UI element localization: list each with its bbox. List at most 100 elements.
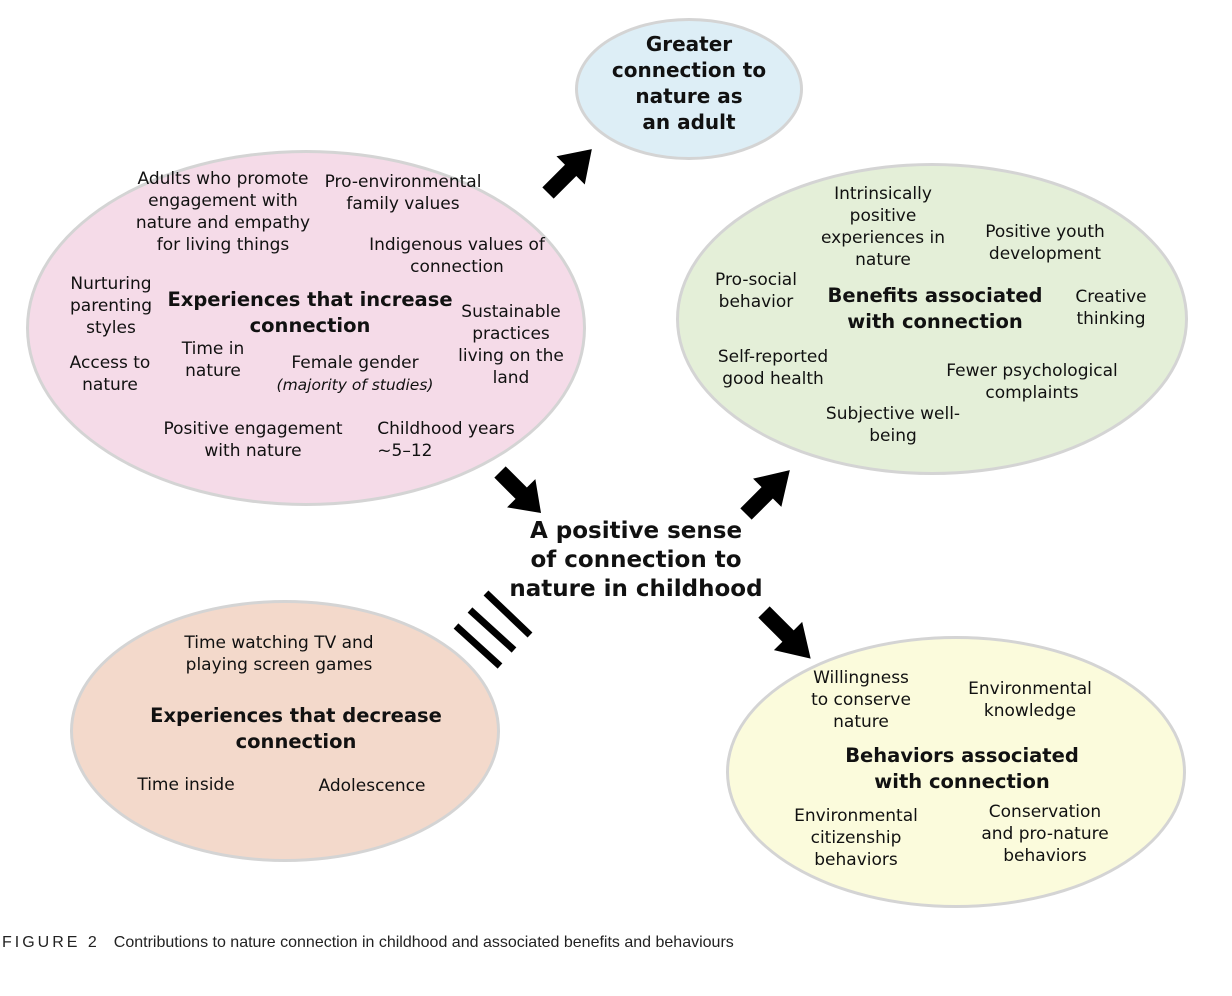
benefits-ellipse	[676, 163, 1188, 475]
item-positive-youth-development: Positive youth development	[985, 221, 1105, 265]
item-intrinsically-positive: Intrinsically positive experiences in na…	[821, 183, 945, 271]
increase-connection-ellipse	[26, 150, 586, 506]
item-line: Access to	[69, 353, 151, 373]
item-line: Creative	[1075, 287, 1147, 307]
item-line: and pro-nature	[981, 824, 1109, 844]
item-line: Sustainable	[461, 302, 561, 322]
title-line: Experiences that decrease	[150, 704, 442, 727]
item-line: with nature	[204, 441, 302, 461]
center-line: nature in childhood	[509, 576, 763, 602]
item-line: land	[492, 368, 530, 388]
item-pro-environmental-family-values: Pro-environmental family values	[325, 171, 482, 215]
arrow-increase-to-center	[494, 466, 542, 514]
item-line: Environmental	[968, 679, 1092, 699]
item-line: Fewer psychological	[946, 361, 1118, 381]
item-line: Positive engagement	[163, 419, 343, 439]
item-line: nature	[833, 712, 889, 732]
item-adolescence: Adolescence	[319, 775, 426, 797]
item-note: (majority of studies)	[276, 376, 434, 394]
item-positive-engagement: Positive engagement with nature	[163, 418, 342, 462]
item-line: Conservation	[988, 802, 1102, 822]
item-line: connection	[410, 257, 504, 277]
behaviors-ellipse	[726, 636, 1186, 908]
item-female-gender: Female gender (majority of studies)	[277, 352, 434, 396]
item-line: nature	[82, 375, 138, 395]
item-line: Time watching TV and	[184, 633, 374, 653]
item-line: nature	[185, 361, 241, 381]
figure-caption: FIGURE 2 Contributions to nature connecti…	[2, 934, 734, 952]
item-line: nature and empathy	[135, 213, 311, 233]
item-time-watching-tv: Time watching TV and playing screen game…	[184, 632, 373, 676]
behaviors-title: Behaviors associated with connection	[845, 743, 1079, 795]
item-line: family values	[346, 194, 460, 214]
item-line: development	[988, 244, 1102, 264]
title-line: connection to	[611, 58, 767, 82]
item-line: Time in	[181, 339, 245, 359]
increase-connection-title: Experiences that increase connection	[167, 287, 452, 339]
item-line: Pro-environmental	[324, 172, 482, 192]
item-line: living on the	[458, 346, 564, 366]
inhibits-bars-decrease-to-center	[453, 590, 533, 669]
item-line: Adults who promote	[137, 169, 309, 189]
title-line: nature as	[635, 84, 743, 108]
item-line: for living things	[156, 235, 290, 255]
item-line: ~5–12	[377, 441, 433, 461]
benefits-title: Benefits associated with connection	[827, 283, 1042, 335]
item-line: Subjective well-	[825, 404, 961, 424]
item-time-inside: Time inside	[137, 774, 234, 796]
item-line: Indigenous values of	[369, 235, 545, 255]
item-line: Childhood years	[377, 419, 515, 439]
item-adults-who-promote: Adults who promote engagement with natur…	[136, 168, 310, 256]
item-sustainable-practices: Sustainable practices living on the land	[458, 301, 564, 389]
item-line: thinking	[1076, 309, 1146, 329]
arrow-center-to-benefits	[740, 470, 790, 520]
item-line: parenting	[69, 296, 153, 316]
title-line: Experiences that increase	[167, 288, 453, 311]
decrease-connection-ellipse	[70, 600, 500, 862]
item-line: nature	[855, 250, 911, 270]
item-line: behaviors	[1003, 846, 1087, 866]
figure-label: FIGURE 2	[2, 934, 100, 951]
item-indigenous-values: Indigenous values of connection	[369, 234, 545, 278]
item-line: Self-reported	[717, 347, 829, 367]
title-line: an adult	[642, 110, 736, 134]
item-environmental-knowledge: Environmental knowledge	[968, 678, 1092, 722]
item-line: complaints	[985, 383, 1079, 403]
center-line: A positive sense	[529, 518, 743, 544]
title-line: connection	[249, 314, 371, 337]
item-line: behavior	[718, 292, 794, 312]
item-line: to conserve	[811, 690, 911, 710]
title-line: with connection	[847, 310, 1023, 333]
title-line: with connection	[874, 770, 1050, 793]
item-creative-thinking: Creative thinking	[1075, 286, 1146, 330]
item-access-to-nature: Access to nature	[70, 352, 151, 396]
item-line: Nurturing	[70, 274, 152, 294]
item-line: Intrinsically	[834, 184, 932, 204]
item-conservation-pro-nature: Conservation and pro-nature behaviors	[981, 801, 1108, 867]
decrease-connection-title: Experiences that decrease connection	[150, 703, 442, 755]
title-line: Behaviors associated	[845, 744, 1079, 767]
item-line: practices	[472, 324, 550, 344]
item-time-in-nature: Time in nature	[182, 338, 245, 382]
item-line: Willingness	[813, 668, 909, 688]
item-environmental-citizenship: Environmental citizenship behaviors	[794, 805, 918, 871]
center-line: of connection to	[530, 547, 742, 573]
item-line: Adolescence	[318, 776, 426, 796]
item-line: positive	[849, 206, 917, 226]
item-line: citizenship	[810, 828, 902, 848]
item-subjective-well-being: Subjective well- being	[826, 403, 960, 447]
item-line: knowledge	[983, 701, 1077, 721]
adult-connection-title: Greater connection to nature as an adult	[612, 31, 766, 135]
arrow-center-to-behaviors	[758, 606, 811, 659]
item-childhood-years: Childhood years ~5–12	[377, 418, 514, 462]
item-line: Environmental	[794, 806, 918, 826]
center-concept-title: A positive sense of connection to nature…	[509, 517, 762, 604]
title-line: Benefits associated	[827, 284, 1043, 307]
item-line: experiences in	[821, 228, 945, 248]
item-self-reported-good-health: Self-reported good health	[718, 346, 828, 390]
figure-caption-text: Contributions to nature connection in ch…	[113, 934, 734, 951]
adult-connection-ellipse	[575, 18, 803, 160]
item-line: playing screen games	[185, 655, 373, 675]
item-pro-social-behavior: Pro-social behavior	[715, 269, 797, 313]
